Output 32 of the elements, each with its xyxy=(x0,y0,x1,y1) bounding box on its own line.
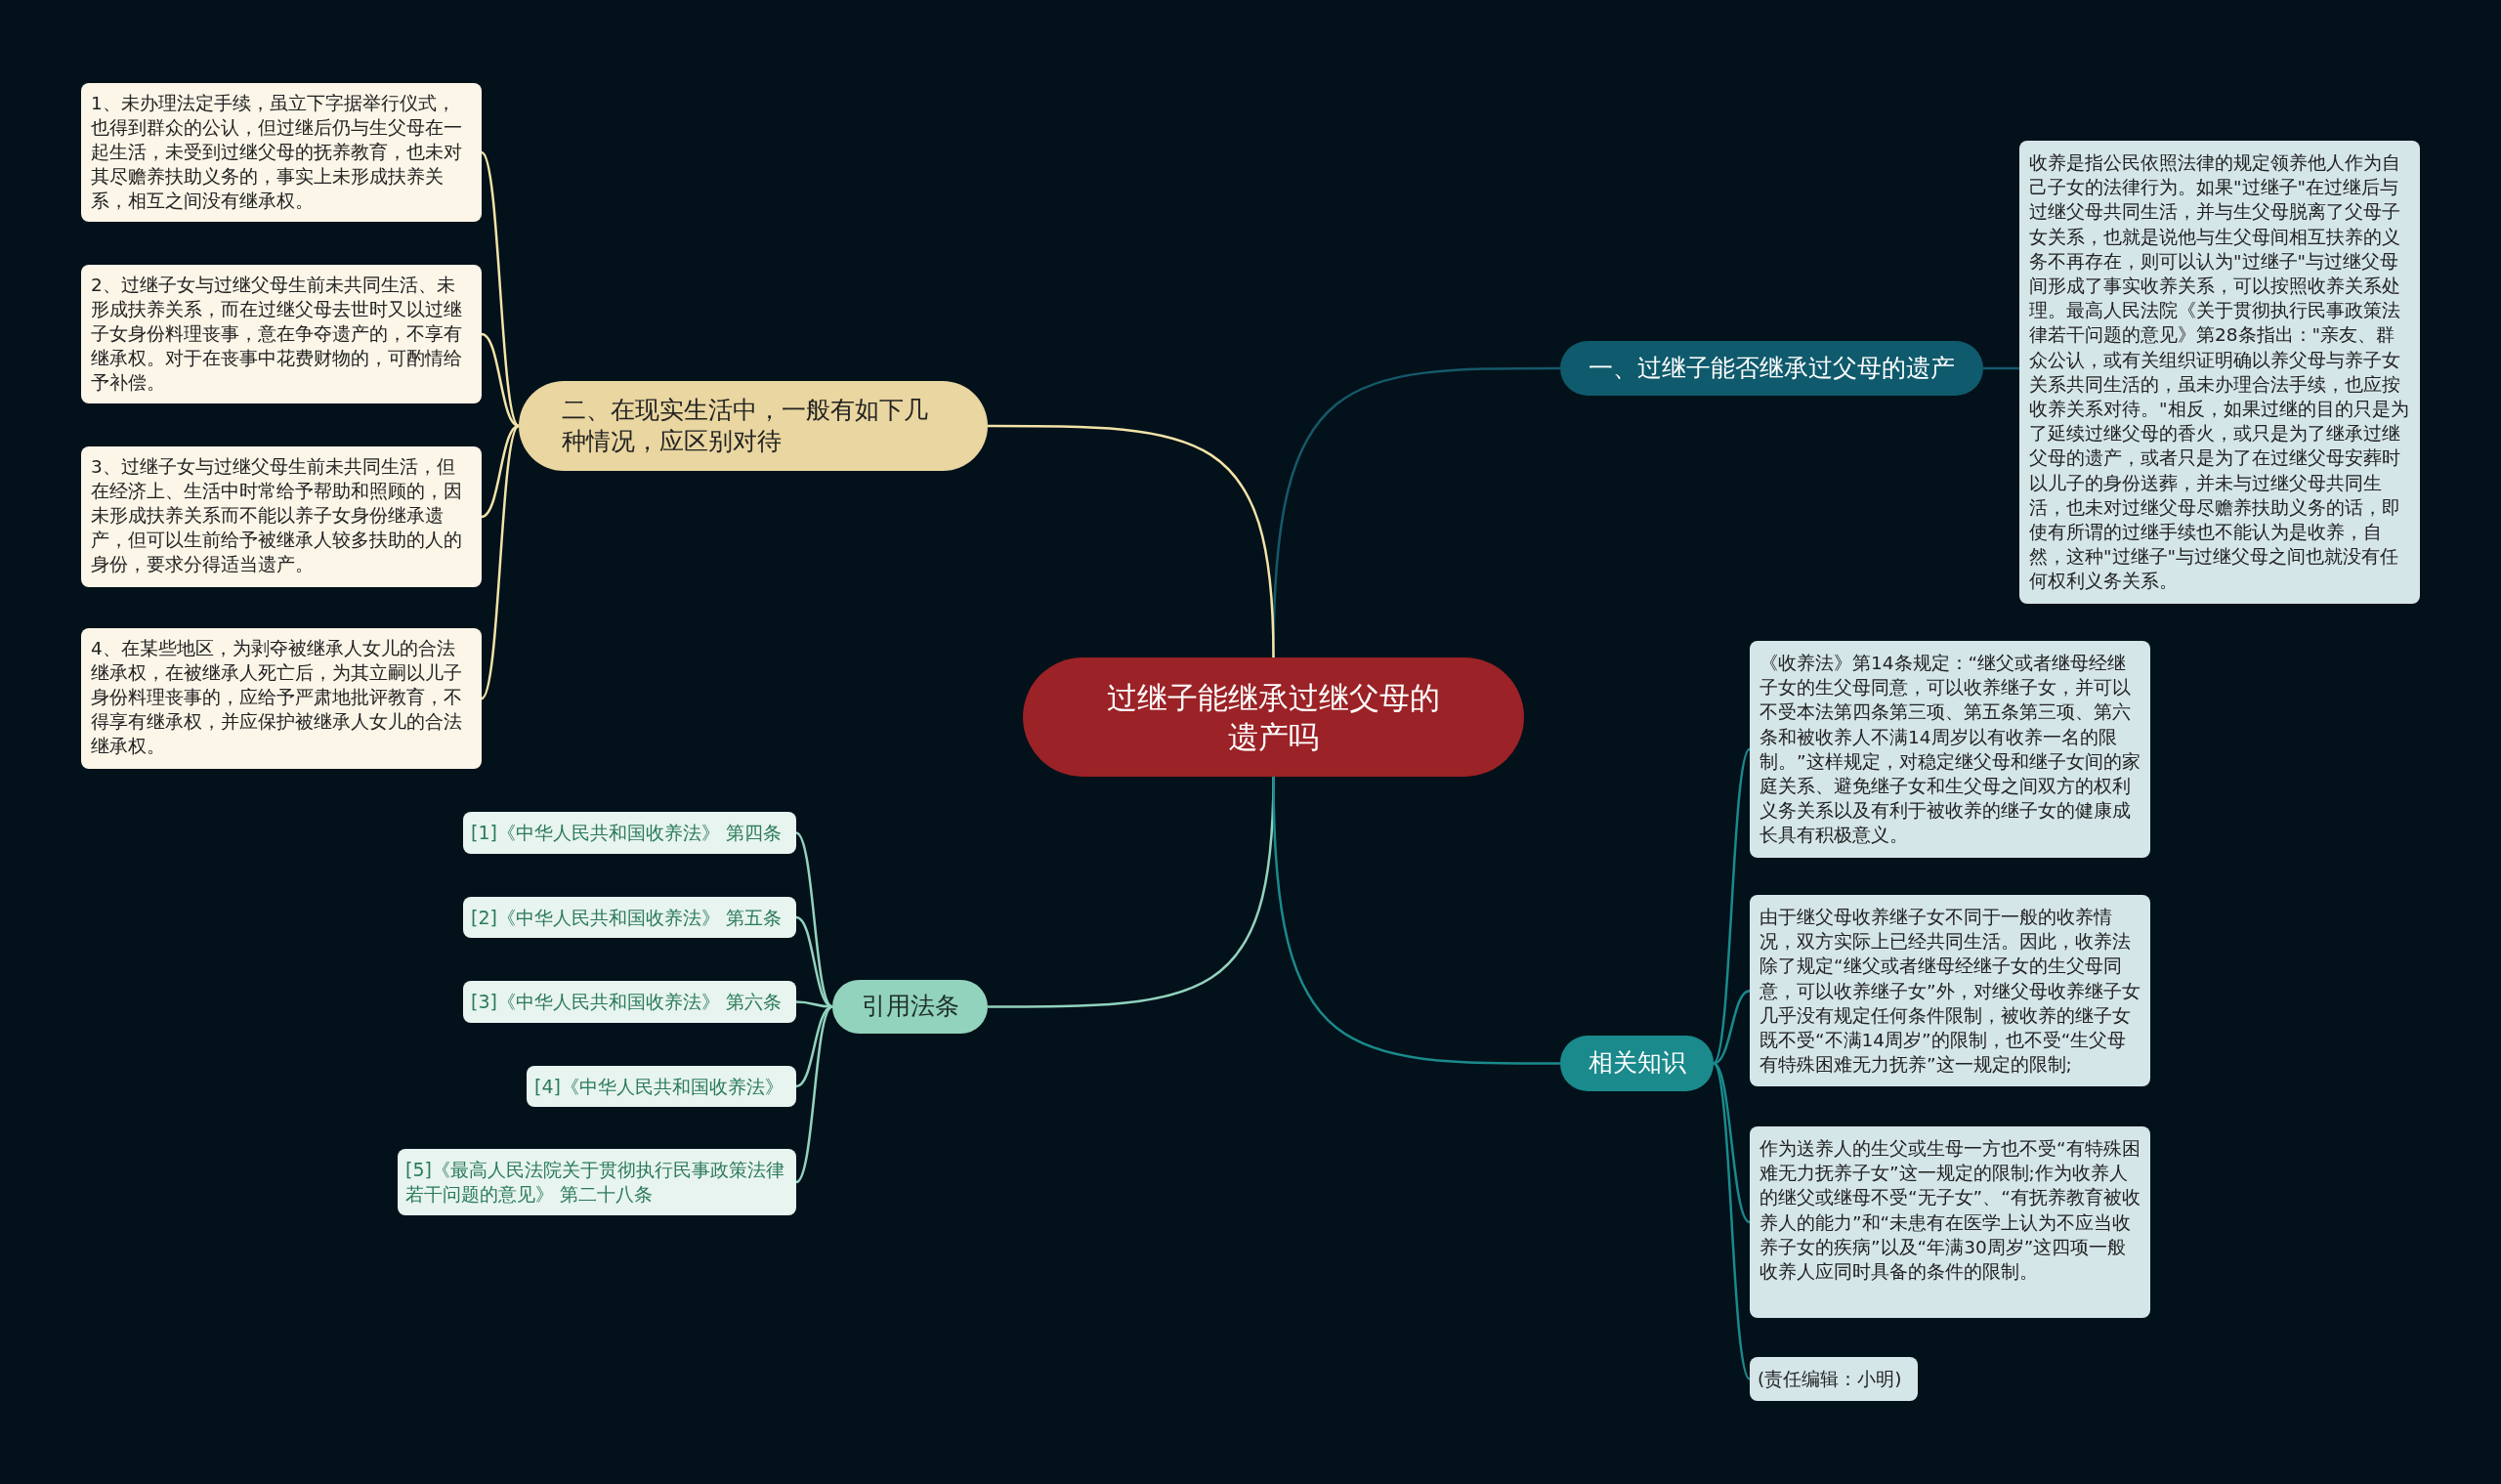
note-card: 4、在某些地区，为剥夺被继承人女儿的合法继承权，在被继承人死亡后，为其立嗣以儿子身份料理丧事的，应给予严肃地批评教育，不得享有继承权，并应保护被继承人女儿的合法继承权。 xyxy=(81,628,482,769)
note-card: 《收养法》第14条规定：“继父或者继母经继子女的生父母同意，可以收养继子女，并可以不受本法第四条第三项、第五条第三项、第六条和被收养人不满14周岁以有收养一名的限制。”这样规定，对稳定继父母和继子女间的家庭关系、避免继子女和生父母之间双方的权利义务关系以及有利于被收养的继子女的健康成长具有积极意义。 xyxy=(1750,641,2150,858)
note-card: 由于继父母收养继子女不同于一般的收养情况，双方实际上已经共同生活。因此，收养法除了规定“继父或者继母经继子女的生父母同意，可以收养继子女”外，对继父母收养继子女几乎没有规定任何条件限制，被收养的继子女既不受“不满14周岁”的限制，也不受“生父母有特殊困难无力抚养”这一规定的限制; xyxy=(1750,895,2150,1087)
connector-line xyxy=(1272,776,1560,1065)
branch-topic: 相关知识 xyxy=(1560,1036,1714,1091)
connector-line xyxy=(1712,748,1752,1065)
connector-line xyxy=(481,151,520,427)
connector-line xyxy=(795,1005,833,1183)
connector-line xyxy=(988,424,1275,658)
connector-line xyxy=(1713,990,1751,1065)
reference-card: [2]《中华人民共和国收养法》 第五条 xyxy=(463,897,796,938)
note-card: 2、过继子女与过继父母生前未共同生活、未形成扶养关系，而在过继父母去世时又以过继子女身份料理丧事，意在争夺遗产的，不享有继承权。对于在丧事中花费财物的，可酌情给予补偿。 xyxy=(81,265,482,403)
connector-line xyxy=(481,425,520,700)
connector-line xyxy=(1712,1062,1752,1380)
branch-topic: 引用法条 xyxy=(832,980,988,1034)
note-card: (责任编辑：小明) xyxy=(1750,1357,1918,1402)
reference-card: [5]《最高人民法院关于贯彻执行民事政策法律若干问题的意见》 第二十八条 xyxy=(398,1149,796,1215)
note-card: 作为送养人的生父或生母一方也不受“有特殊困难无力抚养子女”这一规定的限制;作为收养人的继父或继母不受“无子女”、“有抚养教育被收养人的能力”和“未患有在医学上认为不应当收养子女的疾病”以及“年满30周岁”这四项一般收养人应同时具备的条件的限制。 xyxy=(1750,1126,2150,1318)
connector-line xyxy=(481,424,520,519)
reference-card: [4]《中华人民共和国收养法》 xyxy=(527,1066,796,1107)
reference-card: [3]《中华人民共和国收养法》 第六条 xyxy=(463,981,796,1023)
note-card: 收养是指公民依照法律的规定领养他人作为自己子女的法律行为。如果"过继子"在过继后与过继父母共同生活，并与生父母脱离了父母子女关系，也就是说他与生父母间相互扶养的义务不再存在，则可以认为"过继子"与过继父母间形成了事实收养关系，可以按照收养关系处理。最高人民法院《关于贯彻执行民事政策法律若干问题的意见》第28条指出："亲友、群众公认，或有关组织证明确以养父母与养子女关系共同生活的，虽未办理合法手续，也应按收养关系对待。"相反，如果过继的目的只是为了延续过继父母的香火，或只是为了继承过继父母的遗产，或者只是为了在过继父母安葬时以儿子的身份送葬，并未与过继父母共同生活，也未对过继父母尽赡养扶助义务的话，即使有所谓的过继手续也不能认为是收养，自然，这种"过继子"与过继父母之间也就没有任何权利义务关系。 xyxy=(2019,141,2420,604)
central-topic: 过继子能继承过继父母的遗产吗 xyxy=(1023,657,1524,777)
branch-topic: 二、在现实生活中，一般有如下几种情况，应区别对待 xyxy=(519,381,988,471)
reference-card: [1]《中华人民共和国收养法》 第四条 xyxy=(463,812,796,854)
connector-line xyxy=(481,332,520,428)
connector-line xyxy=(1713,1062,1751,1223)
note-card: 1、未办理法定手续，虽立下字据举行仪式，也得到群众的公认，但过继后仍与生父母在一起生活，未受到过继父母的抚养教育，也未对其尽赡养扶助义务的，事实上未形成扶养关系，相互之间没有继承权。 xyxy=(81,83,482,222)
connector-line xyxy=(795,915,833,1008)
note-card: 3、过继子女与过继父母生前未共同生活，但在经济上、生活中时常给予帮助和照顾的，因未形成扶养关系而不能以养子女身份继承遗产，但可以生前给予被继承人较多扶助的人的身份，要求分得适当遗产。 xyxy=(81,446,482,587)
connector-line xyxy=(1983,366,2019,370)
branch-topic: 一、过继子能否继承过父母的遗产 xyxy=(1560,341,1983,396)
